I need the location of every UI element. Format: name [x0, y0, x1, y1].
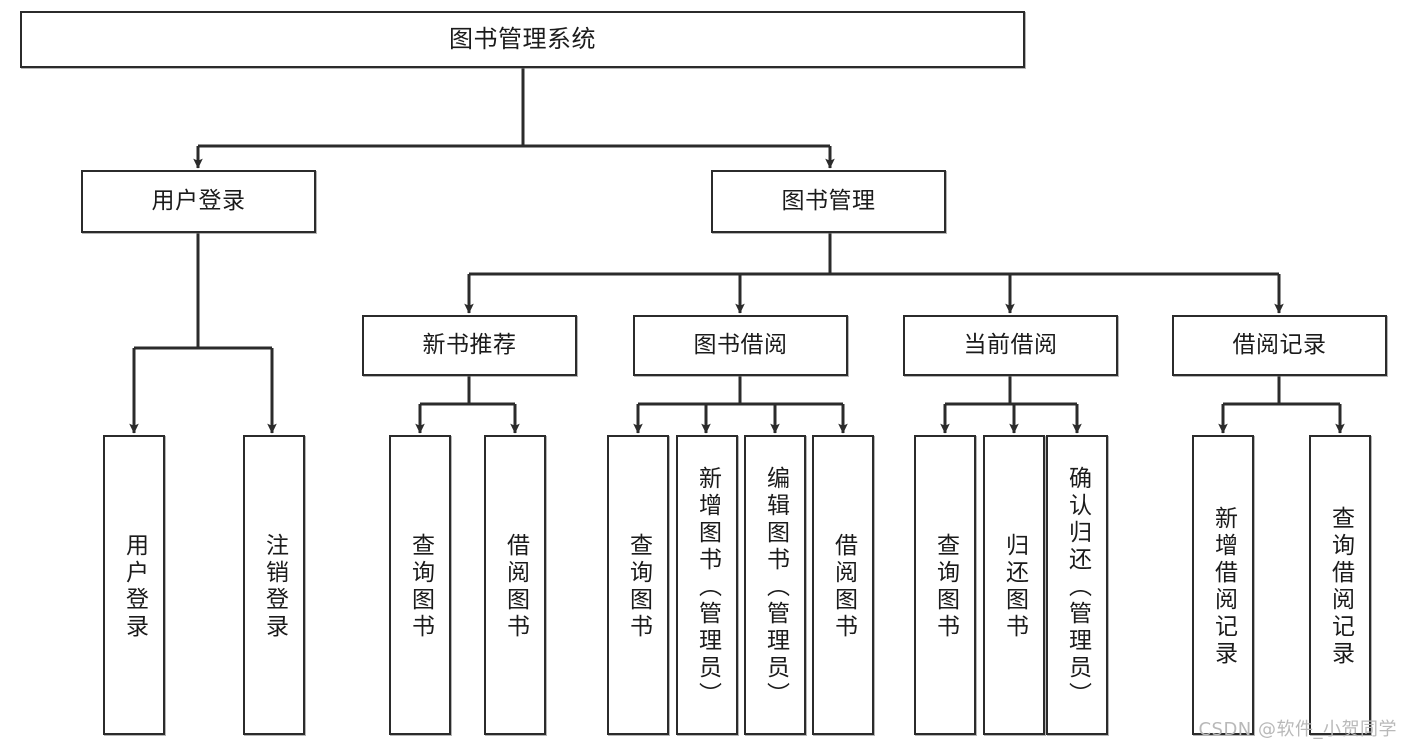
node-label: 查询图书 — [625, 533, 652, 641]
node-borrowing-records[interactable]: 借阅记录 — [1172, 315, 1387, 376]
node-new-book-recommendation[interactable]: 新书推荐 — [362, 315, 577, 376]
node-label: 编辑图书（管理员） — [762, 465, 789, 709]
leaf-borrow-query-books[interactable]: 查询图书 — [607, 435, 669, 735]
node-label: 归还图书 — [1001, 533, 1028, 641]
leaf-user-login-login[interactable]: 用户登录 — [103, 435, 165, 735]
leaf-current-confirm-return-admin[interactable]: 确认归还（管理员） — [1046, 435, 1108, 735]
leaf-borrow-borrow-books[interactable]: 借阅图书 — [812, 435, 874, 735]
node-user-login[interactable]: 用户登录 — [81, 170, 316, 233]
leaf-current-return-books[interactable]: 归还图书 — [983, 435, 1045, 735]
leaf-borrow-add-book-admin[interactable]: 新增图书（管理员） — [676, 435, 738, 735]
node-label: 借阅图书 — [830, 533, 857, 641]
node-book-borrowing[interactable]: 图书借阅 — [633, 315, 848, 376]
leaf-current-query-books[interactable]: 查询图书 — [914, 435, 976, 735]
leaf-borrow-edit-book-admin[interactable]: 编辑图书（管理员） — [744, 435, 806, 735]
leaf-new-book-borrow-books[interactable]: 借阅图书 — [484, 435, 546, 735]
node-label: 借阅记录 — [1232, 331, 1327, 358]
node-label: 查询图书 — [407, 533, 434, 641]
node-current-borrowing[interactable]: 当前借阅 — [903, 315, 1118, 376]
leaf-records-query-record[interactable]: 查询借阅记录 — [1309, 435, 1371, 735]
node-label: 图书管理系统 — [449, 25, 596, 54]
node-label: 确认归还（管理员） — [1064, 465, 1091, 709]
node-label: 图书管理 — [781, 187, 876, 214]
node-label: 用户登录 — [121, 533, 148, 641]
node-book-management[interactable]: 图书管理 — [711, 170, 946, 233]
node-label: 新书推荐 — [422, 331, 517, 358]
node-label: 当前借阅 — [963, 331, 1058, 358]
node-label: 查询借阅记录 — [1327, 506, 1354, 668]
leaf-new-book-query-books[interactable]: 查询图书 — [389, 435, 451, 735]
node-label: 新增借阅记录 — [1210, 506, 1237, 668]
leaf-records-add-record[interactable]: 新增借阅记录 — [1192, 435, 1254, 735]
node-label: 图书借阅 — [693, 331, 788, 358]
node-root-book-management-system[interactable]: 图书管理系统 — [20, 11, 1025, 68]
node-label: 用户登录 — [151, 187, 246, 214]
node-label: 查询图书 — [932, 533, 959, 641]
csdn-watermark: CSDN @软件_小贺同学 — [1198, 719, 1397, 740]
leaf-user-login-logout[interactable]: 注销登录 — [243, 435, 305, 735]
node-label: 注销登录 — [261, 533, 288, 641]
node-label: 借阅图书 — [502, 533, 529, 641]
node-label: 新增图书（管理员） — [694, 465, 721, 709]
